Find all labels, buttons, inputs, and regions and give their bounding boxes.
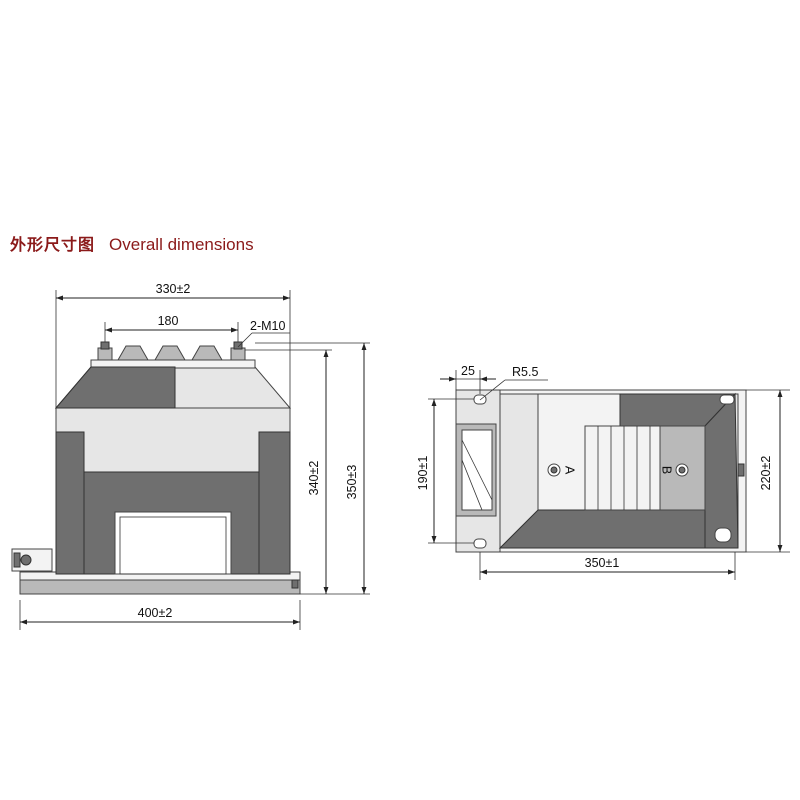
dim-terminal-spacing: 180: [158, 314, 179, 328]
dim-radius: R5.5: [512, 365, 538, 379]
slot-bottom-right: [714, 527, 732, 543]
slot-bottom-left: [473, 538, 487, 549]
dim-height-total: 350±3: [345, 465, 359, 500]
striped-band: [584, 425, 661, 511]
front-view: 330±2 180 2-M10 340±2 350±3 400±2: [11, 282, 370, 630]
dim-terminal-thread: 2-M10: [250, 319, 285, 333]
terminal-right-nut: [233, 341, 243, 350]
page-title: 外形尺寸图 Overall dimensions: [10, 231, 254, 255]
shed-2: [154, 345, 186, 361]
title-english: Overall dimensions: [109, 235, 254, 254]
ground-bolt: [291, 579, 299, 589]
dim-base-width: 400±2: [138, 606, 173, 620]
terminal-right: [230, 347, 246, 361]
terminal-b-label: B: [660, 466, 674, 474]
right-shadow: [258, 431, 291, 575]
dim-height-inner: 340±2: [307, 461, 321, 496]
dim-slot-width: 25: [461, 364, 475, 378]
shed-1: [117, 345, 149, 361]
front-window: [114, 511, 232, 575]
secondary-clamp: [13, 552, 21, 568]
dim-depth: 220±2: [759, 456, 773, 491]
title-chinese: 外形尺寸图: [10, 235, 96, 254]
shed-3: [191, 345, 223, 361]
front-window-inner: [119, 516, 227, 575]
secondary-box: [11, 548, 53, 572]
terminal-left: [97, 347, 113, 361]
dim-hole-spacing: 190±1: [416, 456, 430, 491]
dim-length: 350±1: [585, 556, 620, 570]
terminal-b-bolt: [678, 466, 686, 474]
dim-top-width: 330±2: [156, 282, 191, 296]
left-shadow: [55, 431, 85, 575]
top-view: A B 25 R5.5 190±1 220±2 350±1: [416, 364, 790, 580]
base-plate: [19, 579, 301, 595]
head-shadow: [54, 366, 176, 409]
ground-lug: [737, 463, 745, 477]
terminal-a-label: A: [563, 466, 577, 475]
terminal-a-bolt: [550, 466, 558, 474]
secondary-terminal: [20, 554, 32, 566]
terminal-left-nut: [100, 341, 110, 350]
slot-top-right: [719, 394, 735, 405]
